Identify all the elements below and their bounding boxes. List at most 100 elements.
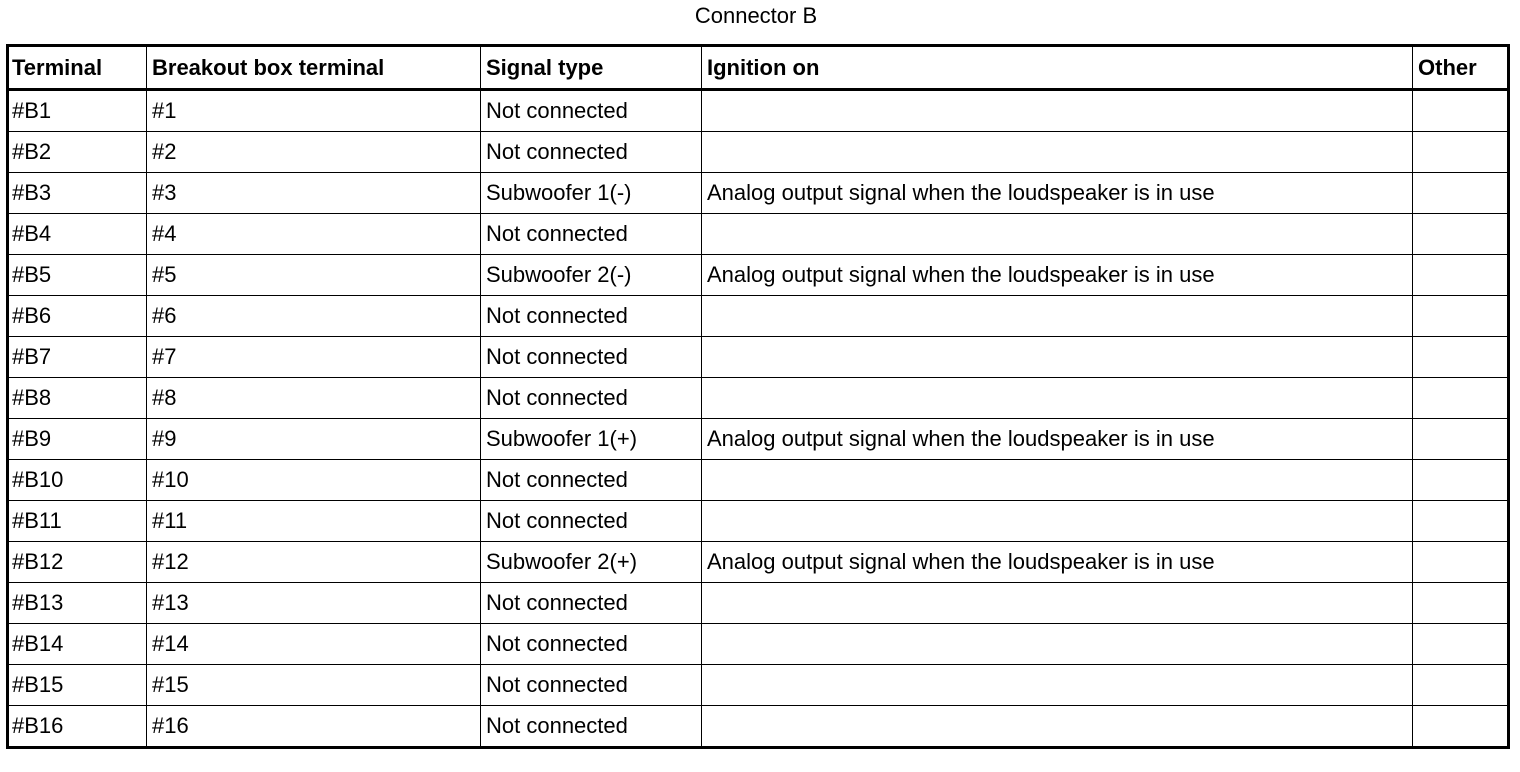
- cell-ignition-on: [701, 582, 1413, 624]
- cell-terminal: #B2: [7, 131, 147, 173]
- cell-breakout-box-terminal: #2: [146, 131, 481, 173]
- cell-breakout-box-terminal: #15: [146, 664, 481, 706]
- cell-breakout-box-terminal: #7: [146, 336, 481, 378]
- cell-terminal: #B3: [7, 172, 147, 214]
- cell-terminal: #B10: [7, 459, 147, 501]
- cell-ignition-on: Analog output signal when the loudspeake…: [701, 541, 1413, 583]
- cell-breakout-box-terminal: #16: [146, 705, 481, 748]
- header-ignition-on: Ignition on: [701, 45, 1413, 91]
- cell-other: [1412, 172, 1509, 214]
- cell-terminal: #B1: [7, 89, 147, 132]
- cell-terminal: #B11: [7, 500, 147, 542]
- cell-signal-type: Not connected: [480, 623, 702, 665]
- cell-signal-type: Not connected: [480, 500, 702, 542]
- cell-breakout-box-terminal: #5: [146, 254, 481, 296]
- cell-ignition-on: [701, 705, 1413, 748]
- cell-breakout-box-terminal: #3: [146, 172, 481, 214]
- cell-signal-type: Not connected: [480, 664, 702, 706]
- cell-breakout-box-terminal: #10: [146, 459, 481, 501]
- cell-terminal: #B15: [7, 664, 147, 706]
- cell-terminal: #B8: [7, 377, 147, 419]
- cell-other: [1412, 541, 1509, 583]
- cell-terminal: #B14: [7, 623, 147, 665]
- cell-other: [1412, 295, 1509, 337]
- cell-breakout-box-terminal: #8: [146, 377, 481, 419]
- cell-breakout-box-terminal: #9: [146, 418, 481, 460]
- header-signal-type: Signal type: [480, 45, 702, 91]
- cell-ignition-on: [701, 336, 1413, 378]
- cell-other: [1412, 131, 1509, 173]
- cell-breakout-box-terminal: #14: [146, 623, 481, 665]
- cell-signal-type: Not connected: [480, 377, 702, 419]
- page-title: Connector B: [694, 3, 818, 28]
- cell-signal-type: Not connected: [480, 213, 702, 255]
- connector-table: Terminal Breakout box terminal Signal ty…: [6, 44, 1510, 749]
- cell-ignition-on: [701, 131, 1413, 173]
- cell-other: [1412, 459, 1509, 501]
- cell-ignition-on: [701, 500, 1413, 542]
- cell-ignition-on: [701, 459, 1413, 501]
- cell-ignition-on: Analog output signal when the loudspeake…: [701, 254, 1413, 296]
- cell-other: [1412, 213, 1509, 255]
- cell-other: [1412, 623, 1509, 665]
- cell-signal-type: Not connected: [480, 131, 702, 173]
- cell-other: [1412, 254, 1509, 296]
- cell-breakout-box-terminal: #6: [146, 295, 481, 337]
- cell-signal-type: Subwoofer 1(-): [480, 172, 702, 214]
- cell-terminal: #B6: [7, 295, 147, 337]
- cell-terminal: #B12: [7, 541, 147, 583]
- cell-breakout-box-terminal: #12: [146, 541, 481, 583]
- cell-breakout-box-terminal: #13: [146, 582, 481, 624]
- cell-terminal: #B7: [7, 336, 147, 378]
- cell-ignition-on: [701, 213, 1413, 255]
- cell-ignition-on: Analog output signal when the loudspeake…: [701, 418, 1413, 460]
- cell-signal-type: Not connected: [480, 89, 702, 132]
- cell-signal-type: Not connected: [480, 336, 702, 378]
- cell-signal-type: Not connected: [480, 705, 702, 748]
- header-terminal: Terminal: [7, 45, 147, 91]
- cell-signal-type: Subwoofer 2(+): [480, 541, 702, 583]
- table-header-row: Terminal Breakout box terminal Signal ty…: [7, 45, 1509, 91]
- cell-other: [1412, 664, 1509, 706]
- cell-other: [1412, 500, 1509, 542]
- cell-breakout-box-terminal: #4: [146, 213, 481, 255]
- cell-breakout-box-terminal: #11: [146, 500, 481, 542]
- cell-other: [1412, 377, 1509, 419]
- cell-other: [1412, 89, 1509, 132]
- cell-terminal: #B16: [7, 705, 147, 748]
- cell-other: [1412, 336, 1509, 378]
- cell-signal-type: Not connected: [480, 295, 702, 337]
- cell-signal-type: Subwoofer 1(+): [480, 418, 702, 460]
- cell-ignition-on: [701, 377, 1413, 419]
- cell-breakout-box-terminal: #1: [146, 89, 481, 132]
- header-breakout-box-terminal: Breakout box terminal: [146, 45, 481, 91]
- cell-other: [1412, 582, 1509, 624]
- cell-terminal: #B4: [7, 213, 147, 255]
- cell-terminal: #B13: [7, 582, 147, 624]
- cell-ignition-on: [701, 623, 1413, 665]
- cell-signal-type: Subwoofer 2(-): [480, 254, 702, 296]
- cell-other: [1412, 418, 1509, 460]
- cell-terminal: #B9: [7, 418, 147, 460]
- cell-terminal: #B5: [7, 254, 147, 296]
- cell-signal-type: Not connected: [480, 582, 702, 624]
- cell-ignition-on: [701, 664, 1413, 706]
- header-other: Other: [1412, 45, 1509, 91]
- cell-ignition-on: [701, 89, 1413, 132]
- cell-ignition-on: Analog output signal when the loudspeake…: [701, 172, 1413, 214]
- cell-signal-type: Not connected: [480, 459, 702, 501]
